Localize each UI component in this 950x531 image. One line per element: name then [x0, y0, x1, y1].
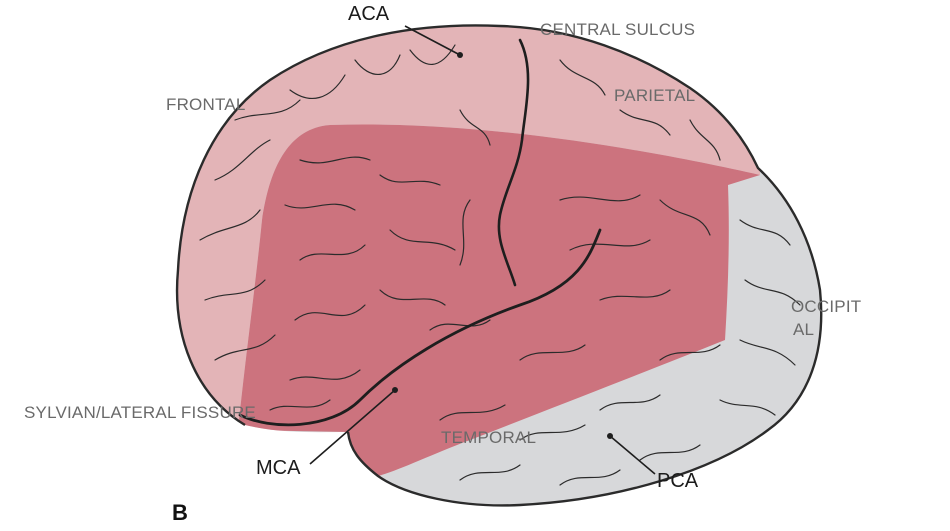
central-sulcus-line: [497, 38, 530, 287]
leader-dots: [392, 52, 613, 439]
parietal-label: PARIETAL: [614, 86, 696, 105]
sylvian-fissure-label: SYLVIAN/LATERAL FISSURE: [24, 403, 256, 422]
occipital-label-line1: OCCIPIT: [791, 297, 862, 316]
sylvian-fissure-line: [238, 228, 602, 427]
mca-territory: [238, 124, 760, 477]
mca-label: MCA: [256, 457, 301, 479]
aca-label: ACA: [348, 3, 390, 25]
occipital-label-line2: AL: [793, 320, 815, 339]
pca-label: PCA: [657, 470, 699, 492]
figure-panel-label: B: [172, 500, 188, 525]
brain-outline: [175, 24, 823, 507]
frontal-label: FRONTAL: [166, 95, 246, 114]
gyri-lines: [199, 44, 801, 486]
leader-lines: [309, 25, 656, 475]
temporal-label: TEMPORAL: [441, 428, 537, 447]
central-sulcus-label: CENTRAL SULCUS: [540, 20, 696, 39]
